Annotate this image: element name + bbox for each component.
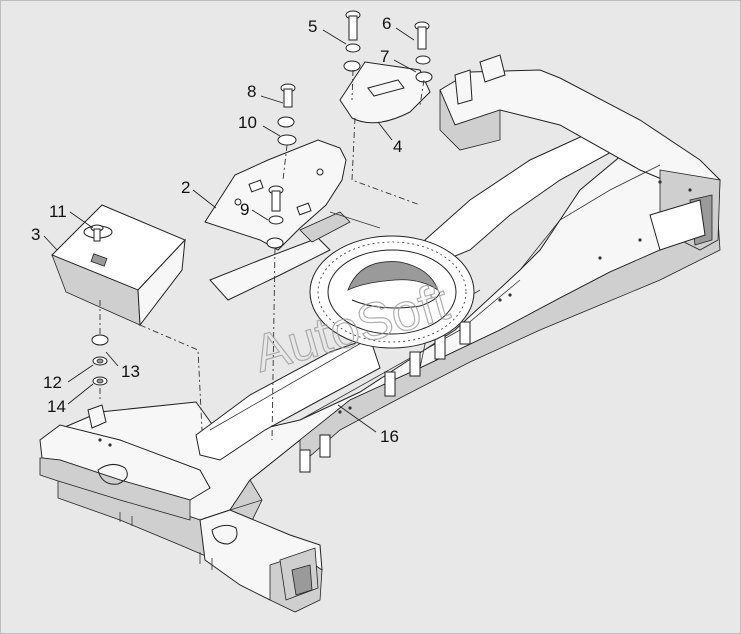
callout-16: 16: [380, 427, 399, 446]
callout-6: 6: [382, 14, 391, 33]
assembly-lines: [99, 69, 425, 441]
callouts: 2 3 4 5 6 7 8 9 10 11 12 13 14 16: [31, 14, 402, 446]
right-side-lugs: [299, 321, 471, 473]
callout-12: 12: [43, 373, 62, 392]
callout-13: 13: [121, 362, 140, 381]
main-frame: [39, 54, 721, 613]
callout-4: 4: [393, 137, 402, 156]
washer-stack: [91, 334, 109, 386]
callout-9: 9: [240, 200, 249, 219]
callout-2: 2: [181, 178, 190, 197]
cover-box-3: [51, 204, 186, 327]
slewing-ring: [309, 235, 475, 349]
bolt-11: [90, 224, 104, 242]
bolt-5: [343, 10, 361, 72]
callout-7: 7: [380, 47, 389, 66]
leader-lines: [43, 27, 417, 433]
frame-holes: [98, 180, 692, 447]
fasteners: [90, 10, 433, 386]
callout-10: 10: [238, 113, 257, 132]
callout-14: 14: [47, 397, 66, 416]
callout-11: 11: [49, 202, 67, 221]
bolt-8: [277, 83, 297, 146]
callout-8: 8: [247, 82, 256, 101]
callout-3: 3: [31, 225, 40, 244]
bolt-6: [414, 21, 433, 83]
center-spine: [209, 211, 381, 301]
callout-5: 5: [308, 17, 317, 36]
